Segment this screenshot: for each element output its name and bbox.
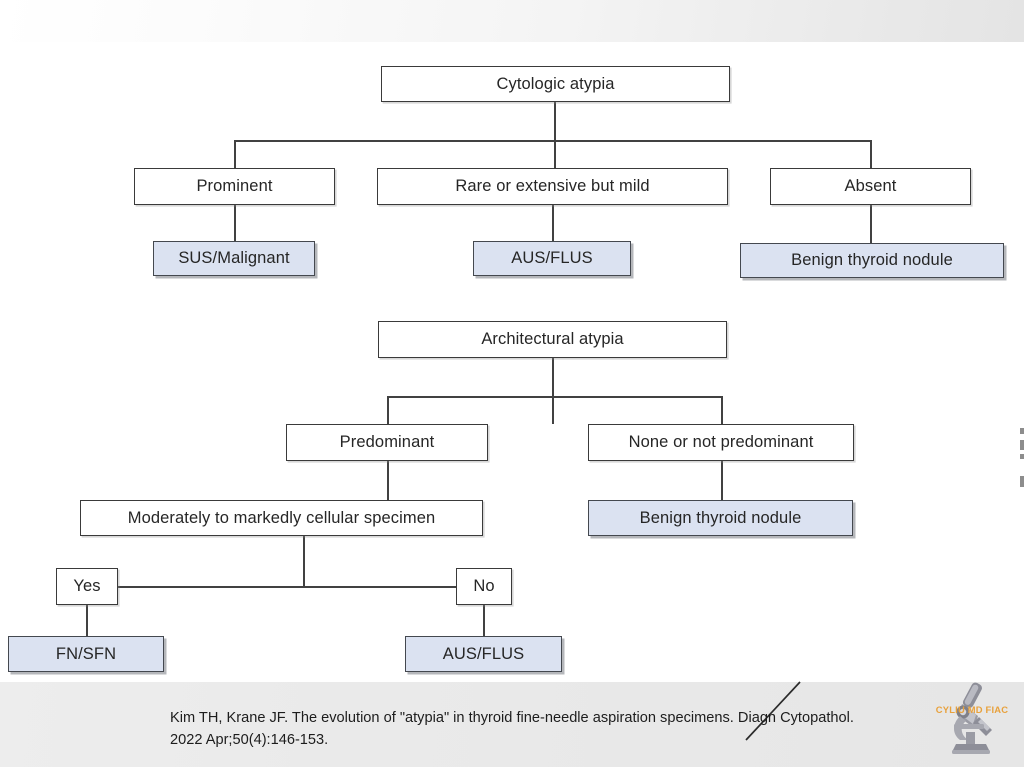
- node-label: Cytologic atypia: [496, 74, 615, 93]
- connector-yes-no-bus: [118, 586, 456, 588]
- node-condition-prominent: Prominent: [134, 168, 335, 205]
- node-outcome-benign-thyroid-nodule-architectural: Benign thyroid nodule: [588, 500, 853, 536]
- connector-cytologic-root-stem: [554, 102, 556, 168]
- node-architectural-atypia: Architectural atypia: [378, 321, 727, 358]
- slide-header-band: [0, 0, 1024, 42]
- node-label: Benign thyroid nodule: [639, 508, 802, 527]
- connector-no-to-aus-flus: [483, 605, 485, 636]
- connector-rare-to-aus: [552, 205, 554, 241]
- citation-line-2: 2022 Apr;50(4):146-153.: [170, 732, 329, 749]
- node-cytologic-atypia: Cytologic atypia: [381, 66, 730, 102]
- connector-cytologic-drop-3: [870, 140, 872, 168]
- connector-architectural-bus: [387, 396, 722, 398]
- presenter-logo: CYLIU MD FIAC: [930, 676, 1014, 760]
- diagonal-annotation-line: [745, 681, 801, 741]
- node-outcome-benign-thyroid-nodule-cytologic: Benign thyroid nodule: [740, 243, 1004, 278]
- node-label: Architectural atypia: [481, 330, 624, 348]
- node-outcome-fn-sfn: FN/SFN: [8, 636, 164, 672]
- node-label: FN/SFN: [55, 644, 117, 663]
- node-condition-rare-or-extensive-but-mild: Rare or extensive but mild: [377, 168, 728, 205]
- node-label: Yes: [73, 577, 101, 595]
- node-label: AUS/FLUS: [511, 249, 593, 267]
- connector-cytologic-drop-1: [234, 140, 236, 168]
- connector-question-stem: [303, 536, 305, 586]
- slide-footer-band: [0, 682, 1024, 767]
- edge-clipped-marks: [1017, 428, 1024, 528]
- connector-yes-to-fn-sfn: [86, 605, 88, 636]
- node-outcome-aus-flus-cytologic: AUS/FLUS: [473, 241, 631, 276]
- node-answer-yes: Yes: [56, 568, 118, 605]
- connector-predominant-to-question: [387, 461, 389, 500]
- node-outcome-aus-flus-architectural: AUS/FLUS: [405, 636, 562, 672]
- node-answer-no: No: [456, 568, 512, 605]
- microscope-icon: [952, 682, 992, 754]
- node-label: SUS/Malignant: [178, 249, 290, 267]
- node-label: Moderately to markedly cellular specimen: [127, 508, 436, 527]
- connector-absent-to-benign: [870, 205, 872, 243]
- connector-cytologic-bus: [234, 140, 871, 142]
- node-outcome-sus-malignant: SUS/Malignant: [153, 241, 315, 276]
- node-label: None or not predominant: [628, 433, 814, 451]
- node-question-cellular-specimen: Moderately to markedly cellular specimen: [80, 500, 483, 536]
- citation-line-1: Kim TH, Krane JF. The evolution of "atyp…: [170, 710, 854, 726]
- connector-prominent-to-sus: [234, 205, 236, 241]
- connector-none-to-benign: [721, 461, 723, 500]
- connector-architectural-drop-left: [387, 396, 389, 424]
- node-condition-absent: Absent: [770, 168, 971, 205]
- node-condition-predominant: Predominant: [286, 424, 488, 461]
- connector-architectural-drop-right: [721, 396, 723, 424]
- node-label: Absent: [844, 177, 897, 195]
- node-label: Predominant: [339, 433, 435, 451]
- node-label: Rare or extensive but mild: [455, 177, 650, 195]
- node-condition-none-or-not-predominant: None or not predominant: [588, 424, 854, 461]
- citation-text: Kim TH, Krane JF. The evolution of "atyp…: [170, 707, 910, 751]
- connector-architectural-root-stem: [552, 358, 554, 424]
- node-label: Prominent: [196, 177, 273, 195]
- node-label: No: [473, 577, 495, 595]
- node-label: AUS/FLUS: [442, 644, 525, 663]
- node-label: Benign thyroid nodule: [791, 251, 953, 269]
